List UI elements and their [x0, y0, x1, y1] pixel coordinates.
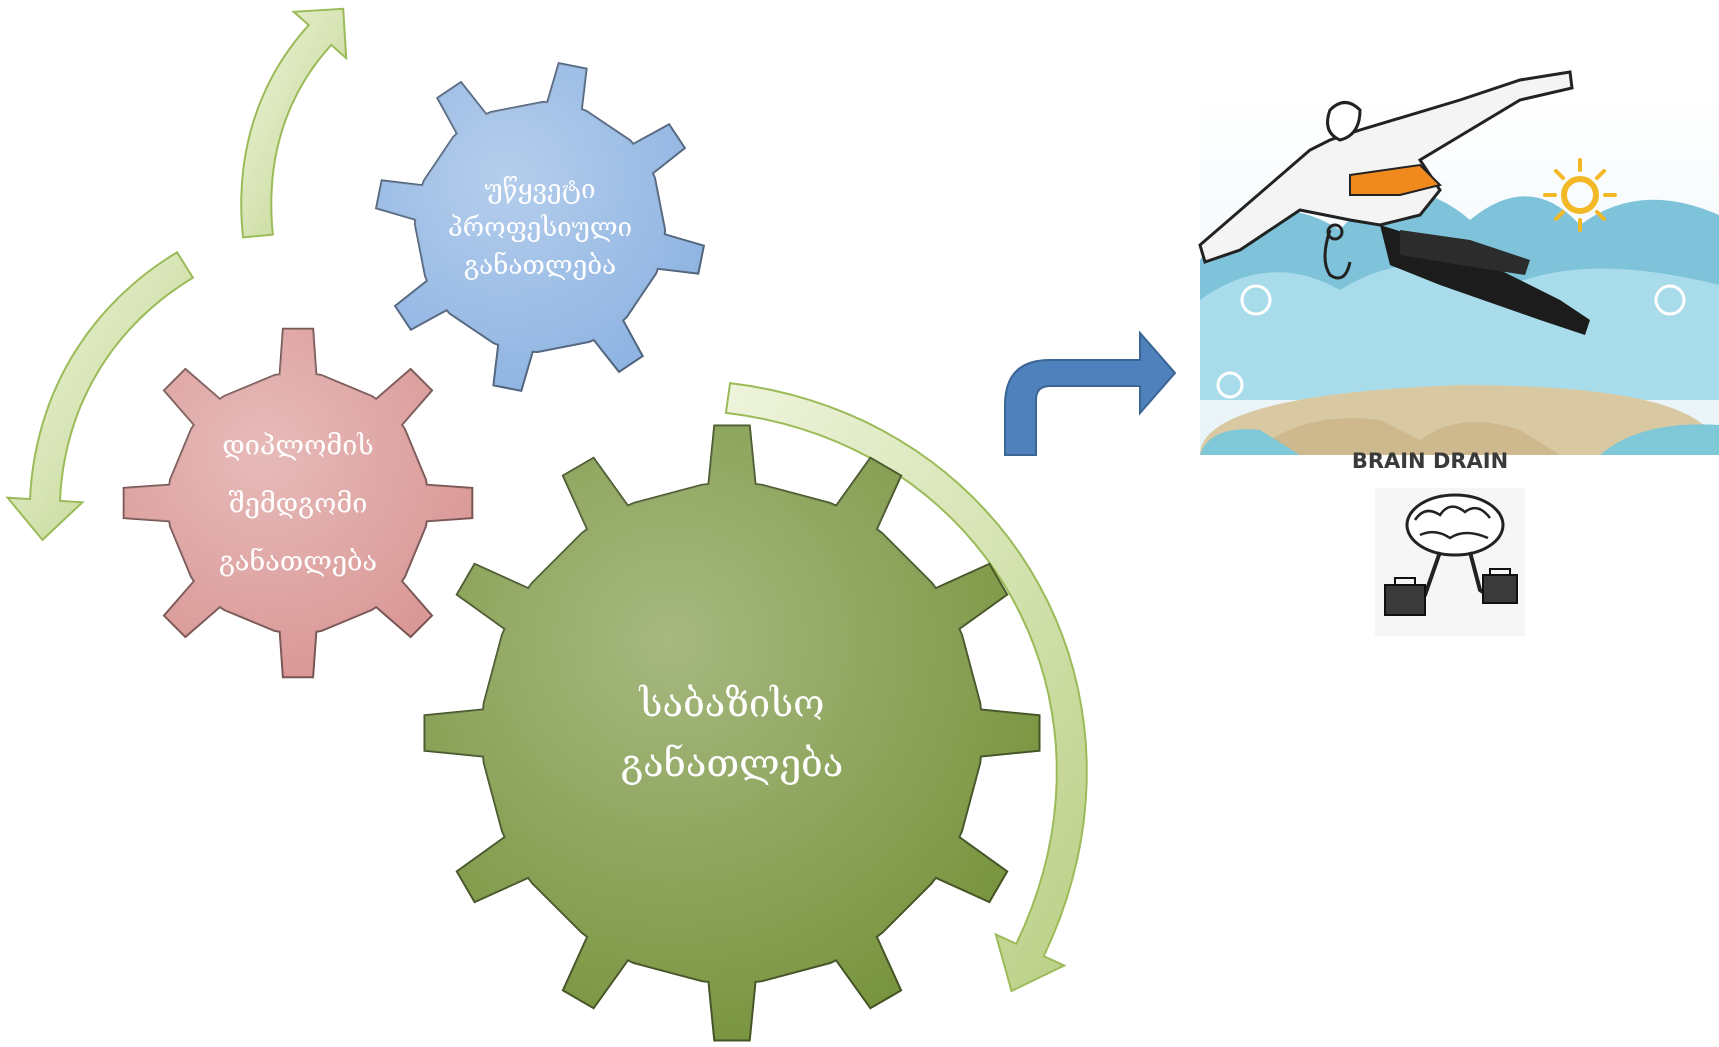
- brain-drain-caption: BRAIN DRAIN: [1352, 449, 1508, 473]
- gear-highlight: [123, 328, 473, 678]
- gear-highlight: [424, 425, 1040, 1041]
- gear-continuing-professional-education: უწყვეტი პროფესიული განათლება: [374, 61, 706, 393]
- flying-doctor-icon: [1198, 70, 1719, 455]
- cycle-arrow-to-left: [5, 250, 195, 542]
- gear-label-line: განათლება: [621, 741, 844, 785]
- gear-label-line: უწყვეტი: [484, 175, 595, 205]
- gear-postgraduate-education: დიპლომის შემდგომი განათლება: [122, 327, 474, 679]
- gear-label-line: განათლება: [219, 547, 377, 578]
- gear-label-line: პროფესიული: [448, 213, 632, 243]
- gear-label-line: დიპლომის: [222, 430, 373, 461]
- cycle-arrow-to-top: [240, 7, 348, 239]
- bent-arrow: [1004, 330, 1177, 456]
- walking-brain-icon: [1375, 488, 1525, 636]
- gear-label-line: განათლება: [464, 251, 616, 281]
- gear-basic-education: საბაზისო განათლება: [423, 424, 1041, 1042]
- gear-highlight: [376, 63, 704, 391]
- cycle-arrow-right: [724, 381, 1088, 993]
- gear-label-line: შემდგომი: [229, 489, 368, 520]
- gear-label-line: საბაზისო: [638, 681, 824, 725]
